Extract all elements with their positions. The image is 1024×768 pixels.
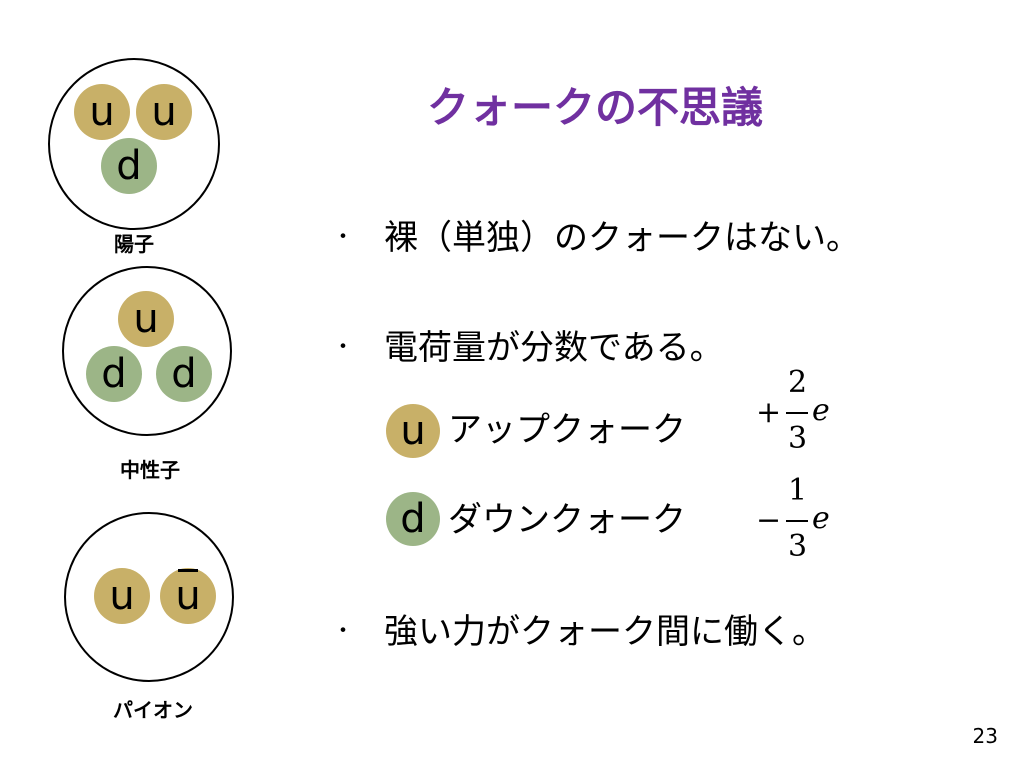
pion-up-quark: u [94, 568, 150, 624]
bullet-fractional-charge: 電荷量が分数である。 [384, 328, 724, 368]
pion-label: パイオン [113, 698, 193, 722]
up-quark-name: アップクォーク [448, 410, 686, 450]
up-charge-fraction-bar [786, 412, 808, 414]
bullet-no-free-quarks: 裸（単独）のクォークはない。 [384, 218, 860, 258]
down-charge-fraction-bar [786, 520, 808, 522]
proton-down-quark: d [101, 138, 157, 194]
antiquark-bar [178, 569, 198, 572]
slide-title: クォークの不思議 [426, 83, 763, 132]
neutron-up-quark: u [118, 291, 174, 347]
neutron-label: 中性子 [120, 458, 180, 482]
neutron-down-quark-2: d [156, 346, 212, 402]
down-quark-name: ダウンクォーク [448, 500, 686, 540]
pion-anti-up-quark: u [160, 568, 216, 624]
neutron-down-quark-1: d [86, 346, 142, 402]
up-quark-legend-icon: u [386, 404, 440, 458]
down-quark-charge: − 1 3 e [756, 473, 830, 564]
bullet-mark-3: ・ [332, 619, 355, 644]
proton-label: 陽子 [114, 232, 154, 256]
bullet-mark-2: ・ [332, 335, 355, 360]
page-number: 23 [972, 724, 998, 748]
down-quark-legend-icon: d [386, 492, 440, 546]
bullet-strong-force: 強い力がクォーク間に働く。 [384, 612, 826, 652]
proton-up-quark-2: u [136, 84, 192, 140]
proton-up-quark-1: u [74, 84, 130, 140]
bullet-mark-1: ・ [332, 225, 355, 250]
up-quark-charge: + 2 3 e [756, 365, 830, 456]
